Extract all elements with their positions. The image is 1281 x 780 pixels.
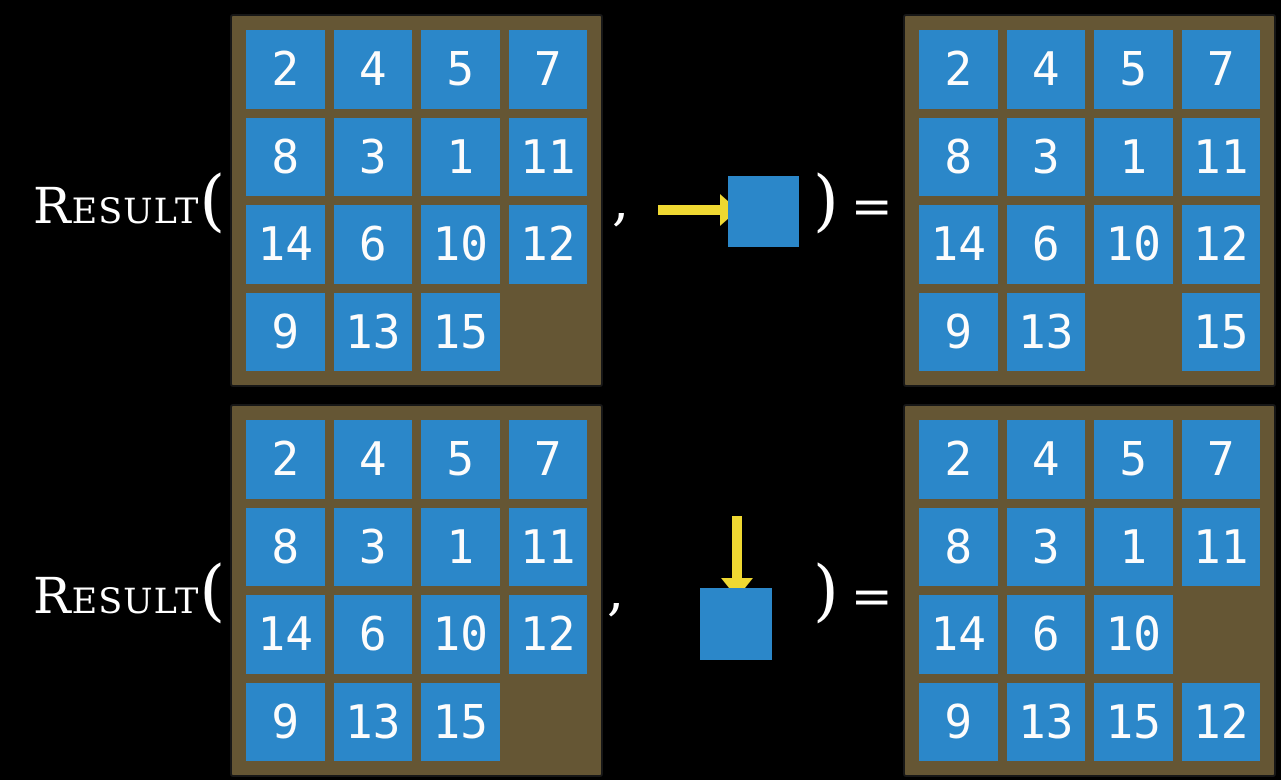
equals-sign: = bbox=[850, 176, 893, 235]
puzzle-tile: 14 bbox=[246, 205, 325, 284]
puzzle-tile: 2 bbox=[919, 30, 998, 109]
puzzle-tile: 12 bbox=[508, 205, 587, 284]
puzzle-tile: 4 bbox=[333, 30, 412, 109]
result-call-label: Result( bbox=[33, 404, 225, 777]
puzzle-tile: 6 bbox=[1006, 205, 1085, 284]
puzzle-tile: 10 bbox=[421, 595, 500, 674]
puzzle-tile: 3 bbox=[333, 507, 412, 586]
puzzle-tile: 11 bbox=[508, 507, 587, 586]
puzzle-tile: 9 bbox=[246, 682, 325, 761]
puzzle-tile: 11 bbox=[1181, 117, 1260, 196]
comma: , bbox=[612, 168, 630, 232]
comma-separator: , bbox=[612, 14, 629, 387]
puzzle-tile: 1 bbox=[421, 117, 500, 196]
puzzle-tile: 15 bbox=[421, 292, 500, 371]
puzzle-tile: 9 bbox=[919, 682, 998, 761]
puzzle-tile: 5 bbox=[1094, 420, 1173, 499]
puzzle-tile: 14 bbox=[246, 595, 325, 674]
open-paren: ( bbox=[199, 161, 226, 239]
puzzle-tile: 14 bbox=[919, 595, 998, 674]
function-name: Result bbox=[33, 566, 200, 625]
empty-cell bbox=[1094, 293, 1173, 372]
puzzle-tile: 7 bbox=[1181, 420, 1260, 499]
puzzle-tile: 13 bbox=[333, 292, 412, 371]
puzzle-tile: 15 bbox=[421, 682, 500, 761]
arrow-down-icon bbox=[721, 516, 753, 598]
empty-cell bbox=[509, 293, 588, 372]
puzzle-tile: 3 bbox=[1006, 507, 1085, 586]
puzzle-tile: 1 bbox=[1094, 507, 1173, 586]
puzzle-tile: 4 bbox=[1006, 420, 1085, 499]
puzzle-tile: 15 bbox=[1181, 292, 1260, 371]
result-call-label: Result( bbox=[33, 14, 225, 387]
puzzle-tile: 1 bbox=[1094, 117, 1173, 196]
puzzle-tile: 12 bbox=[508, 595, 587, 674]
empty-cell bbox=[509, 683, 588, 762]
open-paren: ( bbox=[199, 551, 226, 629]
empty-cell bbox=[1182, 595, 1261, 674]
puzzle-tile: 15 bbox=[1094, 682, 1173, 761]
puzzle-tile: 7 bbox=[508, 420, 587, 499]
puzzle-tile: 3 bbox=[333, 117, 412, 196]
comma-separator: , bbox=[607, 404, 624, 777]
puzzle-tile: 8 bbox=[246, 117, 325, 196]
puzzle-tile: 7 bbox=[1181, 30, 1260, 109]
close-paren: ) bbox=[813, 161, 839, 239]
puzzle-tile: 10 bbox=[1094, 205, 1173, 284]
puzzle-tile: 9 bbox=[246, 292, 325, 371]
puzzle-tile: 2 bbox=[246, 420, 325, 499]
puzzle-tile: 14 bbox=[919, 205, 998, 284]
puzzle-tile: 13 bbox=[1006, 682, 1085, 761]
puzzle-tile: 5 bbox=[421, 30, 500, 109]
moved-tile bbox=[728, 176, 799, 247]
puzzle-tile: 3 bbox=[1006, 117, 1085, 196]
puzzle-tile: 4 bbox=[333, 420, 412, 499]
equals-sign: = bbox=[850, 566, 893, 625]
puzzle-tile: 13 bbox=[333, 682, 412, 761]
puzzle-tile: 2 bbox=[246, 30, 325, 109]
puzzle-tile: 4 bbox=[1006, 30, 1085, 109]
comma: , bbox=[607, 558, 625, 622]
close-paren: ) bbox=[813, 551, 839, 629]
puzzle-tile: 7 bbox=[508, 30, 587, 109]
arrow-right-icon bbox=[658, 194, 738, 226]
puzzle-tile: 8 bbox=[246, 507, 325, 586]
puzzle-tile: 6 bbox=[1006, 595, 1085, 674]
moved-tile bbox=[700, 588, 772, 660]
puzzle-tile: 10 bbox=[421, 205, 500, 284]
puzzle-tile: 10 bbox=[1094, 595, 1173, 674]
puzzle-tile: 5 bbox=[421, 420, 500, 499]
puzzle-tile: 2 bbox=[919, 420, 998, 499]
puzzle-tile: 11 bbox=[1181, 507, 1260, 586]
puzzle-tile: 8 bbox=[919, 117, 998, 196]
puzzle-tile: 8 bbox=[919, 507, 998, 586]
puzzle-tile: 9 bbox=[919, 292, 998, 371]
puzzle-tile: 6 bbox=[333, 595, 412, 674]
puzzle-tile: 12 bbox=[1181, 205, 1260, 284]
puzzle-tile: 5 bbox=[1094, 30, 1173, 109]
close-equals-label: )= bbox=[813, 404, 893, 777]
puzzle-tile: 6 bbox=[333, 205, 412, 284]
function-name: Result bbox=[33, 176, 200, 235]
puzzle-tile: 13 bbox=[1006, 292, 1085, 371]
puzzle-tile: 12 bbox=[1181, 682, 1260, 761]
puzzle-tile: 1 bbox=[421, 507, 500, 586]
close-equals-label: )= bbox=[813, 14, 893, 387]
puzzle-tile: 11 bbox=[508, 117, 587, 196]
